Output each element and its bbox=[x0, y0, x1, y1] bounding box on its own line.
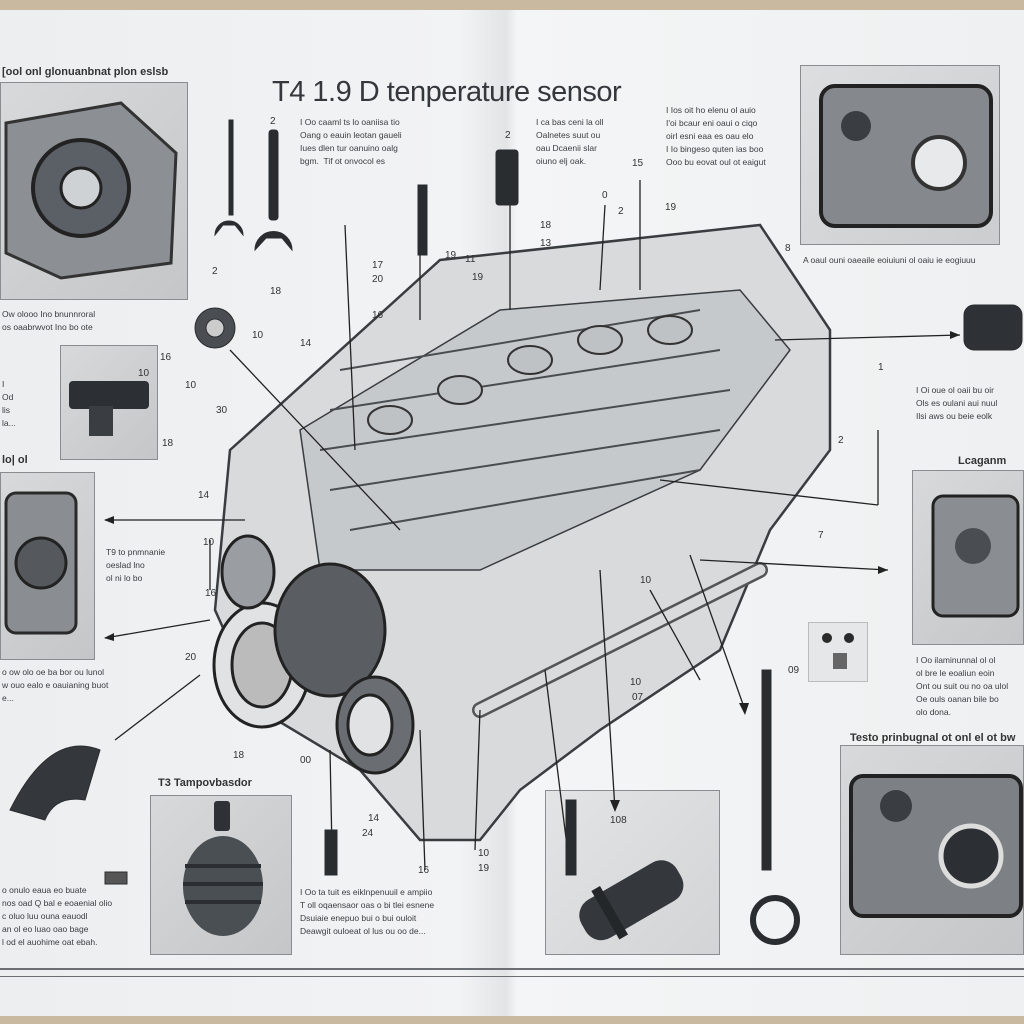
callout: 16 bbox=[160, 352, 172, 363]
engine-diagram bbox=[9, 119, 1023, 945]
callout: 2 bbox=[618, 206, 624, 217]
footer-rule bbox=[0, 968, 1024, 970]
callout: 20 bbox=[185, 652, 197, 663]
callout: 8 bbox=[785, 243, 791, 254]
heading-bottom-sensor: T3 Tampovbasdor bbox=[158, 777, 252, 789]
photo-engine-side bbox=[0, 472, 95, 660]
photo-housing bbox=[912, 470, 1024, 645]
callout: 19 bbox=[478, 863, 490, 874]
callout: 10 bbox=[640, 575, 652, 586]
heading-right-mid: Lcaganm bbox=[958, 455, 1007, 467]
callout: 10 bbox=[185, 380, 197, 391]
callout: 16 bbox=[418, 865, 430, 876]
callout: 11 bbox=[465, 254, 476, 265]
callout: 15 bbox=[632, 158, 644, 169]
callout: 10 bbox=[478, 848, 490, 859]
callout: 13 bbox=[540, 238, 552, 249]
callout: 10 bbox=[630, 677, 642, 688]
photo-cylinder-head bbox=[840, 745, 1024, 955]
callout: 19 bbox=[472, 272, 484, 283]
callout: 14 bbox=[300, 338, 312, 349]
text-block-left-d: o ow olo oe ba bor ou lunol w ouo ealo e… bbox=[2, 667, 109, 703]
heading-mid-left: lo| ol bbox=[2, 454, 28, 466]
manual-sheet: T4 1.9 D tenperature sensor [ool onl glo… bbox=[0, 10, 1024, 1016]
callout: 18 bbox=[270, 286, 282, 297]
callout: 7 bbox=[818, 530, 824, 541]
text-block-left-a: Ow olooo Ino bnunnroral os oaabrwvot Ino… bbox=[2, 309, 96, 332]
callout: 2 bbox=[505, 130, 511, 141]
text-block-right-top: A oaul ouni oaeaile eoiuiuni ol oaiu ie … bbox=[803, 255, 976, 265]
callout: 108 bbox=[610, 815, 627, 826]
callout: 24 bbox=[362, 828, 374, 839]
callout: 09 bbox=[788, 665, 800, 676]
photo-block-top bbox=[800, 65, 1000, 245]
callout: 14 bbox=[368, 813, 380, 824]
text-block-left-c: T9 to pnmnanie oeslad lno ol ni lo bo bbox=[106, 547, 166, 583]
callout: 18 bbox=[540, 220, 552, 231]
text-block-bottom-left: o onulo eaua eo buate nos oad Q bal e eo… bbox=[2, 885, 113, 947]
callout: 19 bbox=[665, 202, 677, 213]
callout: 20 bbox=[372, 274, 384, 285]
callout: 17 bbox=[372, 260, 384, 271]
heading-top-left: [ool onl glonuanbnat plon eslsb bbox=[2, 66, 169, 78]
callout: 2 bbox=[270, 116, 276, 127]
page-title: T4 1.9 D tenperature sensor bbox=[272, 76, 622, 108]
callout: 16 bbox=[372, 310, 384, 321]
text-block-top-a: I Oo caaml ts lo oaniisa tio Oang o eaui… bbox=[300, 117, 402, 166]
callout: 2 bbox=[212, 266, 218, 277]
text-block-right-a: I Oi oue ol oaii bu oir Ols es oulani au… bbox=[916, 385, 998, 421]
text-block-top-b: I ca bas ceni la oll Oalnetes suut ou oa… bbox=[536, 117, 604, 166]
callout: 19 bbox=[445, 250, 457, 261]
callout: 10 bbox=[203, 537, 215, 548]
callout: 10 bbox=[252, 330, 264, 341]
callout: 2 bbox=[838, 435, 844, 446]
callout: 07 bbox=[632, 692, 644, 703]
footer-rule bbox=[0, 976, 1024, 977]
text-block-top-c: I Ios oit ho elenu ol auio I'oi bcaur en… bbox=[666, 105, 766, 167]
callout: 18 bbox=[233, 750, 245, 761]
callout: 18 bbox=[162, 438, 174, 449]
photo-small-parts bbox=[808, 622, 868, 682]
text-block-right-b: I Oo ilaminunnal ol ol ol bre le eoaliun… bbox=[916, 655, 1009, 717]
callout: 10 bbox=[138, 368, 150, 379]
callout: 14 bbox=[198, 490, 210, 501]
photo-sensor-connector bbox=[60, 345, 158, 460]
photo-temperature-sensor bbox=[150, 795, 292, 955]
callout: 1 bbox=[878, 362, 884, 373]
text-block-bottom-mid: I Oo ta tuit es eiklnpenuuil e ampiio T … bbox=[300, 887, 435, 936]
callout: 30 bbox=[216, 405, 228, 416]
callout: 0 bbox=[602, 190, 608, 201]
callout: 00 bbox=[300, 755, 312, 766]
callout: 16 bbox=[205, 588, 217, 599]
photo-timing-cover bbox=[0, 82, 188, 300]
heading-right-bottom: Testo prinbugnal ot onl el ot bw bbox=[850, 732, 1016, 744]
text-block-left-b: I Od lis la... bbox=[2, 379, 16, 428]
